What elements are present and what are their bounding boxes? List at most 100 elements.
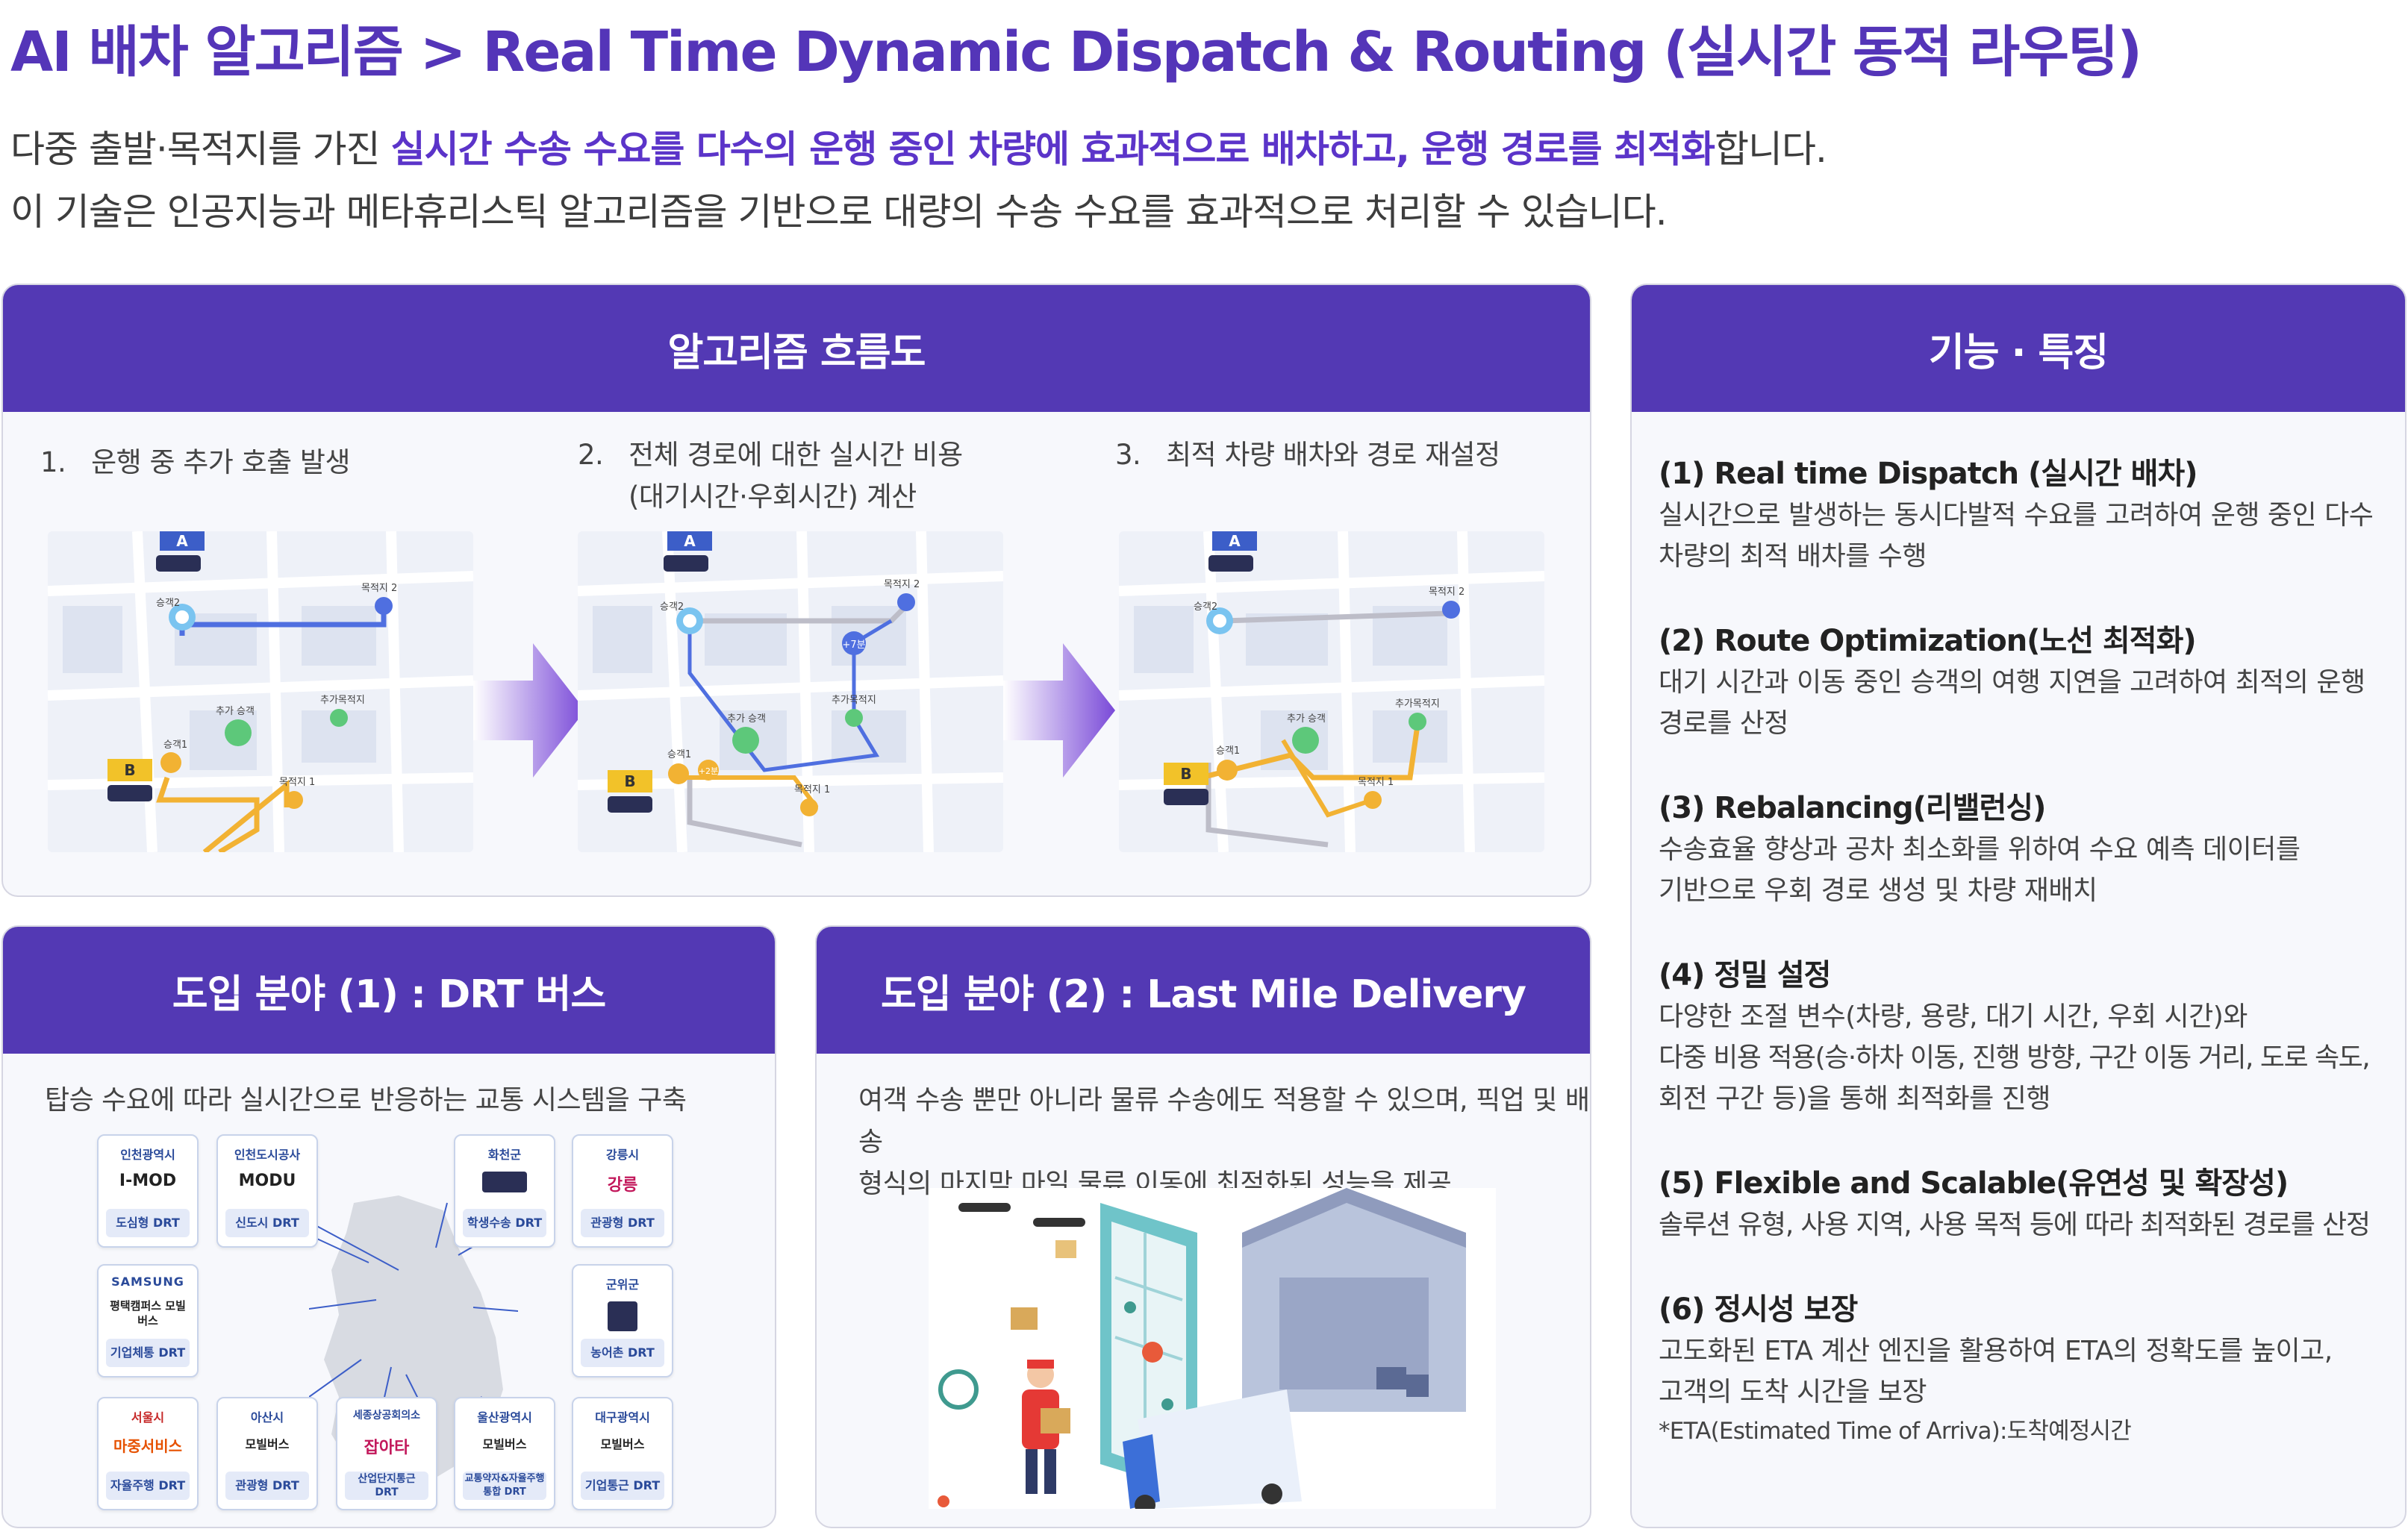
logo-incheon-tag: 도심형 DRT bbox=[106, 1209, 190, 1237]
logo-gunwi-tag: 농어촌 DRT bbox=[581, 1339, 664, 1367]
logo-ulsan-mark: 모빌버스 bbox=[482, 1437, 527, 1451]
logo-seoul-tag: 자율주행 DRT bbox=[106, 1472, 190, 1500]
logo-daegu: 대구광역시 모빌버스 기업통근 DRT bbox=[572, 1397, 673, 1510]
logo-sejong: 세종상공회의소 잡아타 산업단지통근 DRT bbox=[336, 1397, 437, 1510]
logo-daegu-tag: 기업통근 DRT bbox=[581, 1472, 664, 1500]
logo-sejong-org: 세종상공회의소 bbox=[352, 1410, 421, 1422]
map3-label-extra-dest: 추가목적지 bbox=[1395, 698, 1440, 710]
map2-label-b: B bbox=[624, 772, 635, 790]
intro-line-2: 이 기술은 인공지능과 메타휴리스틱 알고리즘을 기반으로 대량의 수송 수요를… bbox=[10, 190, 1668, 234]
intro-line1-pre: 다중 출발·목적지를 가진 bbox=[10, 128, 391, 171]
delivery-illustration-icon bbox=[929, 1188, 1496, 1509]
logo-gangneung: 강릉시 강릉 관광형 DRT bbox=[572, 1134, 673, 1248]
feature-4-desc-1: 다양한 조절 변수(차량, 용량, 대기 시간, 우회 시간)와 bbox=[1659, 1001, 2248, 1032]
map3-label-a: A bbox=[1229, 532, 1241, 550]
map-step-2: A 승객2 목적지 2 +7분 추가 승객 추가목적지 B 승객1 +2분 목적… bbox=[578, 531, 1003, 852]
feature-4-desc-3: 회전 구간 등)을 통해 최적화를 진행 bbox=[1659, 1084, 2050, 1114]
logo-samsung: SAMSUNG 평택캠퍼스 모빌버스 기업체통 DRT bbox=[97, 1264, 199, 1378]
algorithm-flow-card: 알고리즘 흐름도 1. 운행 중 추가 호출 발생 2. 전체 경로에 대한 실… bbox=[1, 284, 1591, 897]
bus-icon bbox=[455, 1172, 554, 1197]
map1-label-extra-p: 추가 승객 bbox=[216, 706, 255, 717]
map3-label-extra-p: 추가 승객 bbox=[1287, 713, 1326, 725]
feature-6-desc-1: 고도화된 ETA 계산 엔진을 활용하여 ETA의 정확도를 높이고, bbox=[1659, 1336, 2333, 1366]
intro-line-1: 다중 출발·목적지를 가진 실시간 수송 수요를 다수의 운행 중인 차량에 효… bbox=[10, 118, 1827, 181]
map2-label-extra-dest: 추가목적지 bbox=[832, 695, 876, 706]
map1-label-dest1: 목적지 1 bbox=[279, 777, 315, 788]
step-3-num: 3. bbox=[1115, 439, 1141, 471]
logo-ulsan-tag: 교통약자&자율주행 통합 DRT bbox=[463, 1472, 546, 1500]
drt-bus-card: 도입 분야 (1) : DRT 버스 탑승 수요에 따라 실시간으로 반응하는 … bbox=[1, 925, 776, 1528]
step-2-label: 2. 전체 경로에 대한 실시간 비용 (대기시간·우회시간) 계산 bbox=[578, 434, 963, 518]
step-2-text-2: (대기시간·우회시간) 계산 bbox=[628, 481, 917, 513]
logo-incheon-mark: I-MOD bbox=[119, 1172, 177, 1190]
map2-label-dest1: 목적지 1 bbox=[794, 784, 830, 795]
feature-2-title: (2) Route Optimization(노선 최적화) bbox=[1659, 624, 2197, 658]
map3-label-dest2: 목적지 2 bbox=[1429, 587, 1465, 598]
step-1-label: 1. 운행 중 추가 호출 발생 bbox=[40, 442, 351, 484]
map-step-1: A 승객2 목적지 2 추가 승객 추가목적지 B 승객1 목적지 1 bbox=[48, 531, 473, 852]
feature-5-desc-1: 솔루션 유형, 사용 지역, 사용 목적 등에 따라 최적화된 경로를 산정 bbox=[1659, 1210, 2371, 1240]
logo-samsung-tag: 기업체통 DRT bbox=[106, 1339, 190, 1367]
feature-3-desc-2: 기반으로 우회 경로 생성 및 차량 재배치 bbox=[1659, 875, 2097, 906]
lmd-desc: 여객 수송 뿐만 아니라 물류 수송에도 적용할 수 있으며, 픽업 및 배송 … bbox=[858, 1080, 1590, 1205]
flow-header: 알고리즘 흐름도 bbox=[3, 285, 1590, 412]
logo-incheon-udc-org: 인천도시공사 bbox=[234, 1148, 301, 1162]
map2-label-plus7: +7분 bbox=[842, 640, 865, 651]
feature-5-title: (5) Flexible and Scalable(유연성 및 확장성) bbox=[1659, 1166, 2289, 1201]
logo-incheon-udc-tag: 신도시 DRT bbox=[225, 1209, 309, 1237]
map1-label-p2: 승객2 bbox=[156, 598, 180, 609]
flow-arrow-2 bbox=[1003, 643, 1115, 778]
flow-arrow-1 bbox=[473, 643, 585, 778]
logo-incheon-udc-mark: MODU bbox=[238, 1172, 296, 1190]
logo-incheon-udc: 인천도시공사 MODU 신도시 DRT bbox=[216, 1134, 318, 1248]
lmd-desc-1: 여객 수송 뿐만 아니라 물류 수송에도 적용할 수 있으며, 픽업 및 배송 bbox=[858, 1085, 1590, 1157]
feature-4-desc-2: 다중 비용 적용(승·하차 이동, 진행 방향, 구간 이동 거리, 도로 속도… bbox=[1659, 1042, 2371, 1073]
logo-samsung-org: SAMSUNG bbox=[111, 1275, 184, 1289]
step-2-text: 전체 경로에 대한 실시간 비용 bbox=[628, 439, 963, 471]
map3-label-dest1: 목적지 1 bbox=[1358, 777, 1394, 788]
intro-highlight: 실시간 수송 수요를 다수의 운행 중인 차량에 효과적으로 배차하고, 운행 … bbox=[390, 128, 1715, 171]
step-2-num: 2. bbox=[578, 439, 604, 471]
last-mile-card: 도입 분야 (2) : Last Mile Delivery 여객 수송 뿐만 … bbox=[815, 925, 1591, 1528]
map1-label-p1: 승객1 bbox=[163, 740, 187, 751]
feature-2-desc-2: 경로를 산정 bbox=[1659, 708, 1789, 739]
logo-sejong-tag: 산업단지통근 DRT bbox=[345, 1472, 428, 1500]
logo-samsung-mark: 평택캠퍼스 모빌버스 bbox=[110, 1299, 186, 1328]
step-1-text: 운행 중 추가 호출 발생 bbox=[91, 446, 351, 478]
map2-label-extra-p: 추가 승객 bbox=[727, 713, 766, 725]
logo-asan-tag: 관광형 DRT bbox=[225, 1472, 309, 1500]
map2-label-dest2: 목적지 2 bbox=[884, 579, 920, 590]
map1-label-extra-dest: 추가목적지 bbox=[320, 695, 365, 706]
logo-asan: 아산시 모빌버스 관광형 DRT bbox=[216, 1397, 318, 1510]
logo-hwacheon-org: 화천군 bbox=[487, 1148, 522, 1162]
step-3-label: 3. 최적 차량 배차와 경로 재설정 bbox=[1115, 434, 1500, 476]
logo-gangneung-org: 강릉시 bbox=[605, 1148, 640, 1162]
logo-ulsan-org: 울산광역시 bbox=[477, 1410, 532, 1425]
features-card: 기능 · 특징 (1) Real time Dispatch (실시간 배차) … bbox=[1630, 284, 2407, 1528]
feature-item: (4) 정밀 설정 다양한 조절 변수(차량, 용량, 대기 시간, 우회 시간… bbox=[1659, 954, 2390, 1119]
map1-label-a: A bbox=[176, 532, 188, 550]
logo-gunwi: 군위군 농어촌 DRT bbox=[572, 1264, 673, 1378]
feature-1-desc-1: 실시간으로 발생하는 동시다발적 수요를 고려하여 운행 중인 다수 bbox=[1659, 500, 2374, 531]
logo-gangneung-tag: 관광형 DRT bbox=[581, 1209, 664, 1237]
logo-gunwi-org: 군위군 bbox=[605, 1278, 640, 1292]
feature-2-desc-1: 대기 시간과 이동 중인 승객의 여행 지연을 고려하여 최적의 운행 bbox=[1659, 667, 2365, 698]
logo-seoul: 서울시 마중서비스 자율주행 DRT bbox=[97, 1397, 199, 1510]
logo-incheon: 인천광역시 I-MOD 도심형 DRT bbox=[97, 1134, 199, 1248]
vehicle-a-marker bbox=[160, 531, 205, 551]
feature-item: (1) Real time Dispatch (실시간 배차) 실시간으로 발생… bbox=[1659, 453, 2390, 577]
map3-label-b: B bbox=[1180, 765, 1191, 783]
feature-6-title: (6) 정시성 보장 bbox=[1659, 1292, 1858, 1327]
logo-daegu-mark: 모빌버스 bbox=[600, 1437, 645, 1451]
eta-note: *ETA(Estimated Time of Arriva):도착예정시간 bbox=[1659, 1418, 2132, 1445]
feature-item: (3) Rebalancing(리밸런싱) 수송효율 향상과 공차 최소화를 위… bbox=[1659, 787, 2390, 911]
map-step-3: A 승객2 목적지 2 추가 승객 추가목적지 B 승객1 목적지 1 bbox=[1119, 531, 1544, 852]
map2-label-plus2: +2분 bbox=[699, 766, 718, 776]
step-3-text: 최적 차량 배차와 경로 재설정 bbox=[1166, 439, 1500, 471]
intro-text: 다중 출발·목적지를 가진 실시간 수송 수요를 다수의 운행 중인 차량에 효… bbox=[10, 118, 1827, 243]
logo-gangneung-mark: 강릉 bbox=[607, 1176, 638, 1195]
logo-asan-org: 아산시 bbox=[250, 1410, 284, 1425]
feature-item: (5) Flexible and Scalable(유연성 및 확장성) 솔루션… bbox=[1659, 1163, 2390, 1245]
logo-ulsan: 울산광역시 모빌버스 교통약자&자율주행 통합 DRT bbox=[454, 1397, 555, 1510]
map3-label-p2: 승객2 bbox=[1194, 601, 1217, 613]
